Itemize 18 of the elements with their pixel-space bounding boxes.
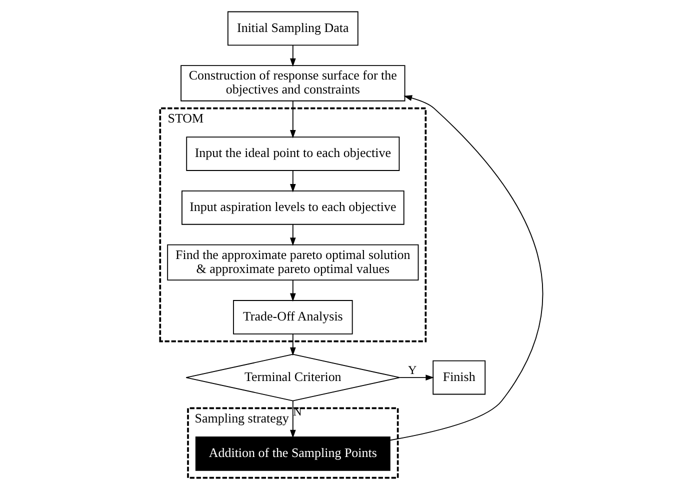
edge-label: Y — [408, 363, 417, 378]
node-box: Trade-Off Analysis — [233, 300, 353, 334]
arrow — [290, 170, 296, 192]
node-diamond: Terminal Criterion — [186, 354, 400, 402]
node-box: Find the approximate pareto optimal solution & approximate pareto optimal values — [167, 244, 419, 281]
arrow — [290, 100, 296, 138]
arrow — [290, 400, 296, 438]
arrow — [290, 280, 296, 302]
node-box: Addition of the Sampling Points — [195, 436, 390, 471]
node-box: Construction of response surface for the objectives and constraints — [180, 65, 406, 102]
arrow — [399, 374, 434, 380]
node-box: Finish — [432, 360, 486, 395]
node-box: Initial Sampling Data — [227, 11, 358, 46]
arrow — [290, 224, 296, 246]
node-box: Input the ideal point to each objective — [186, 136, 400, 171]
arrow — [290, 44, 296, 67]
arrow — [290, 334, 296, 356]
node-box: Input aspiration levels to each objective — [182, 190, 404, 225]
